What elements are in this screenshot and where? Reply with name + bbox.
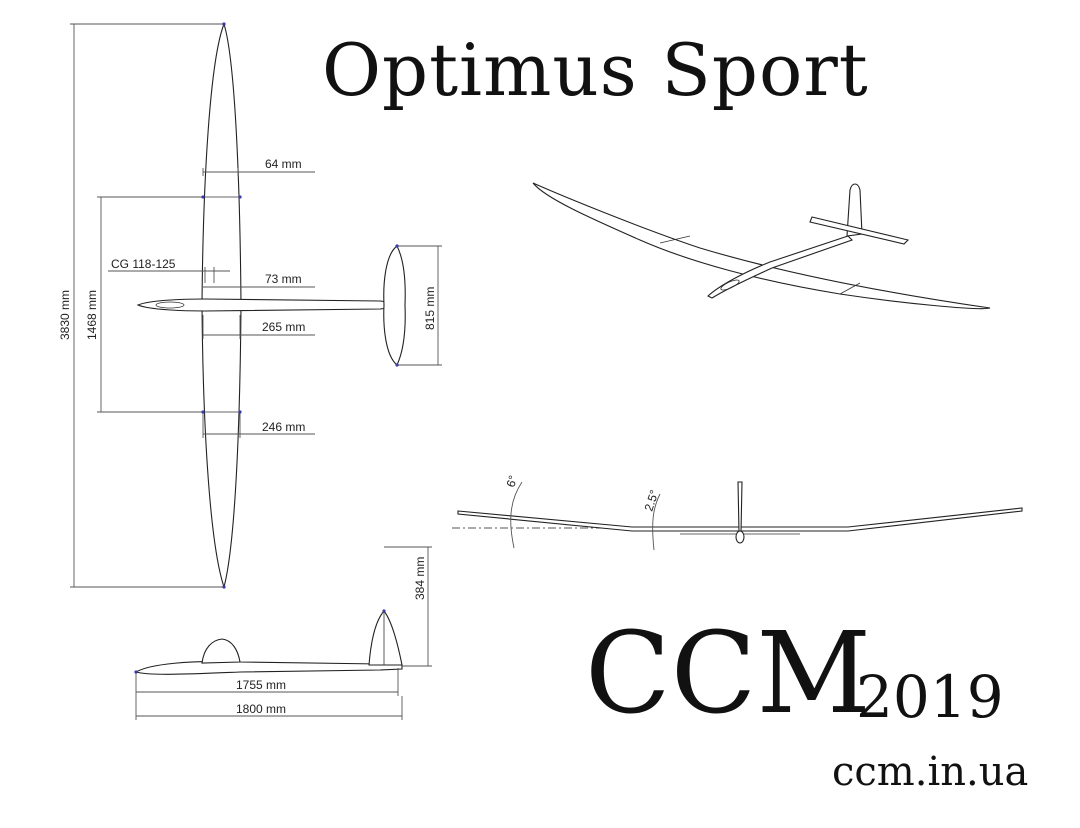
fuselage-side-view <box>134 660 403 675</box>
outer-dihedral-angle: 6° <box>504 473 521 488</box>
stab-span-dimension: 815 mm <box>423 287 437 330</box>
front-view: 6° 2.5° <box>452 473 1023 551</box>
chord-246-dimension: 246 mm <box>262 420 305 434</box>
fuselage-top-view <box>136 298 398 312</box>
fuselage-front-view <box>735 530 745 544</box>
model-title: Optimus Sport <box>322 28 869 112</box>
chord-73-dimension: 73 mm <box>265 272 302 286</box>
canopy-side-view <box>201 638 241 664</box>
inner-dihedral-angle: 2.5° <box>642 488 662 513</box>
website-link: ccm.in.ua <box>832 749 1029 795</box>
stabilizer-top-view <box>383 245 406 366</box>
overall-length-dimension: 1800 mm <box>236 702 286 716</box>
wing-perspective <box>532 182 991 310</box>
brand-name: CCM <box>585 609 872 739</box>
fin-perspective <box>846 183 863 237</box>
brand-year: 2019 <box>856 663 1004 731</box>
fin-height-dimension: 384 mm <box>413 557 427 600</box>
span-dimension: 3830 mm <box>58 290 72 340</box>
chord-265-dimension: 265 mm <box>262 320 305 334</box>
center-panel-dimension: 1468 mm <box>85 290 99 340</box>
canopy-top-view <box>155 301 185 309</box>
top-view: 3830 mm 1468 mm 64 mm CG 118-125 73 mm 2… <box>58 22 442 589</box>
fin-side-view <box>368 610 403 666</box>
cg-dimension: CG 118-125 <box>111 257 176 271</box>
side-view: 384 mm 1755 mm 1800 mm <box>134 546 432 720</box>
fin-front-view <box>737 481 743 533</box>
chord-64-dimension: 64 mm <box>265 157 302 171</box>
perspective-view <box>532 182 991 310</box>
wing-front-view <box>457 507 1023 532</box>
stabilizer-perspective <box>809 216 910 245</box>
fuselage-length-dimension: 1755 mm <box>236 678 286 692</box>
